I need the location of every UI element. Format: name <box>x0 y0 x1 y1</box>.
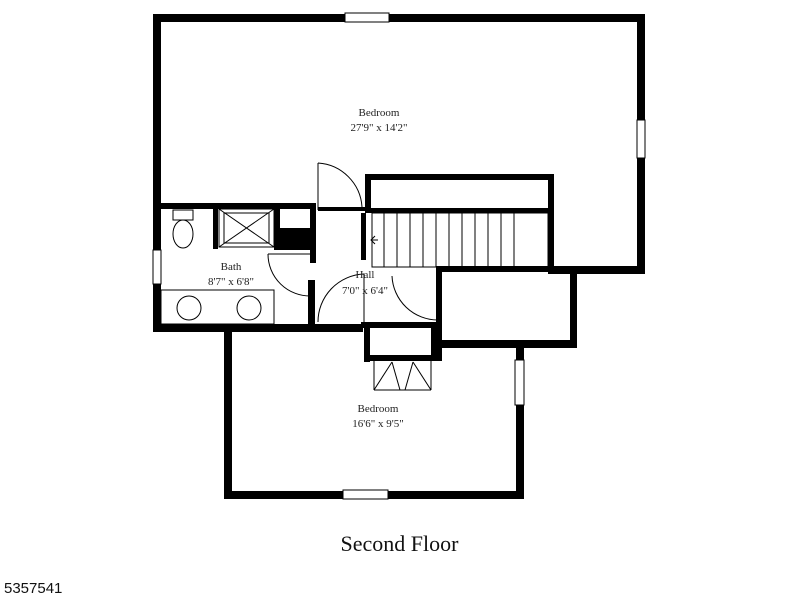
floor-title: Second Floor <box>340 531 459 556</box>
bedroom-top-name: Bedroom <box>359 107 400 119</box>
listing-id: 5357541 <box>4 580 63 597</box>
bedroom-bottom-size: 16'6" x 9'5" <box>352 418 403 430</box>
bath-name: Bath <box>221 261 242 273</box>
stairs <box>370 175 549 268</box>
hall-size: 7'0" x 6'4" <box>342 285 388 297</box>
windows <box>152 12 646 500</box>
bedroom-top-size: 27'9" x 14'2" <box>351 122 408 134</box>
doors <box>267 162 441 391</box>
bath-size: 8'7" x 6'8" <box>208 276 254 288</box>
bedroom-bottom-name: Bedroom <box>358 403 399 415</box>
hall-name: Hall <box>356 269 375 281</box>
bath-fixtures <box>160 208 275 325</box>
room-labels: Bedroom 27'9" x 14'2" Bath 8'7" x 6'8" H… <box>208 107 407 430</box>
